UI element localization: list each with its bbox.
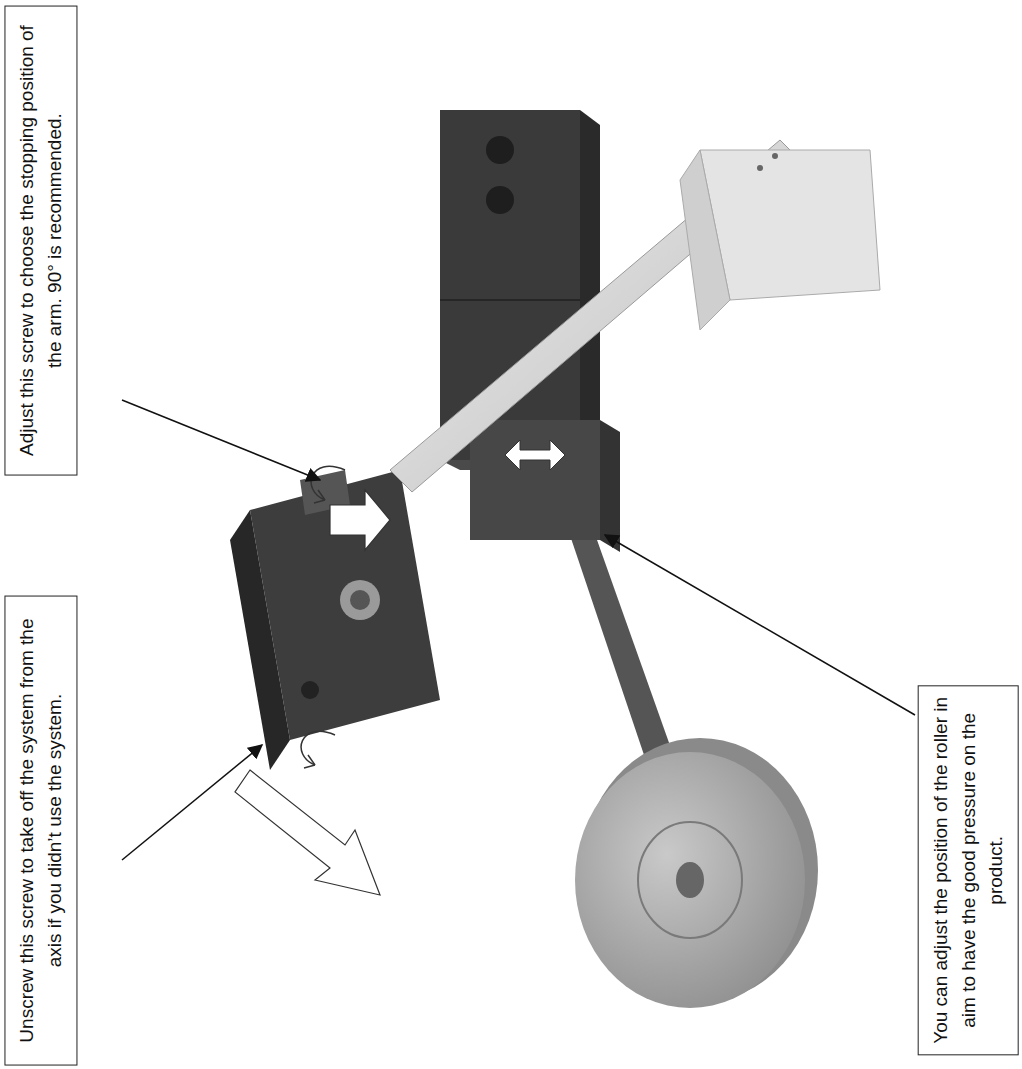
callout-text: You can adjust the position of the rolle… — [926, 696, 1009, 1044]
roller-wheel — [575, 738, 818, 1008]
callout-box: You can adjust the position of the rolle… — [917, 685, 1018, 1055]
push-arrow — [330, 490, 390, 550]
callout-box: Unscrew this screw to take off the syste… — [4, 595, 77, 1065]
leader-lines — [122, 400, 915, 860]
rotation-arrows — [301, 466, 345, 768]
axis-plate — [230, 470, 440, 770]
steel-arm — [390, 140, 880, 492]
callout-text: Unscrew this screw to take off the syste… — [13, 606, 68, 1054]
callout-box: Adjust this screw to choose the stopping… — [4, 5, 77, 475]
callout-text: Adjust this screw to choose the stopping… — [13, 16, 68, 464]
removal-arrow — [235, 770, 380, 895]
roller-slide — [470, 420, 620, 552]
